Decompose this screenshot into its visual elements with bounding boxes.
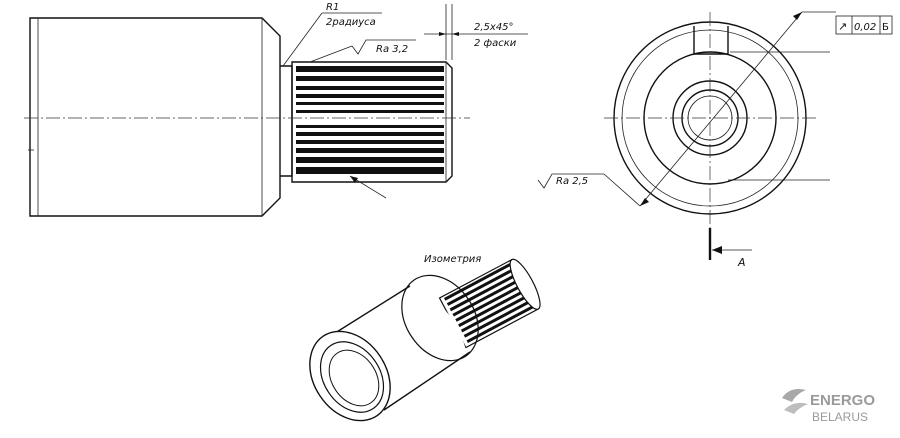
chamfer-label: 2,5x45° [474, 22, 514, 33]
end-view: ↗ 0,02 Б Ra 2,5 A [537, 11, 893, 269]
spline-tooth [296, 110, 444, 113]
spline-tooth [296, 86, 444, 90]
spline-teeth [296, 66, 444, 174]
spline-tooth [296, 94, 444, 98]
fillet-label: R1 [326, 2, 339, 13]
chamfer-arrow-right [452, 32, 459, 36]
logo-line-1: ENERGO [810, 392, 875, 409]
keyway-slot [693, 26, 729, 55]
tolerance-value: 0,02 [854, 22, 876, 33]
diameter-arrow-top [793, 12, 802, 20]
end-roughness-label: Ra 2,5 [556, 176, 588, 187]
isometric-title: Изометрия [424, 254, 481, 265]
iso-bore-inner [328, 349, 380, 407]
roughness-symbol-end [537, 173, 604, 189]
iso-cylinder-back-rim [401, 274, 479, 362]
spline-tooth [296, 102, 444, 105]
fillet-leader [282, 12, 323, 67]
roughness-leader-end [603, 173, 641, 207]
cylinder-body-outline [29, 17, 281, 217]
isometric-view: Изометрия [309, 254, 541, 422]
iso-cylinder-bottom-edge [383, 351, 471, 411]
spline-tooth [296, 148, 444, 153]
logo-line-2: BELARUS [812, 410, 868, 424]
runout-symbol-icon: ↗ [838, 20, 847, 33]
diameter-arrow-bottom [640, 198, 649, 206]
section-label: A [737, 256, 746, 269]
spline-tooth [296, 132, 444, 136]
tolerance-frame [835, 15, 893, 35]
spline-tooth [296, 66, 444, 72]
iso-spline-shaft [438, 258, 541, 349]
roughness-symbol-spline [351, 39, 416, 55]
roughness-leader-spline [309, 45, 353, 63]
chamfer-arrow-left [439, 32, 446, 36]
spline-roughness-label: Ra 3,2 [376, 44, 408, 55]
spline-tooth [296, 76, 444, 81]
spline-tooth [296, 140, 444, 144]
shaft-neck [280, 65, 293, 177]
datum-reference: Б [882, 22, 889, 33]
spline-tooth [296, 125, 444, 128]
chamfer-note: 2 фаски [474, 38, 517, 49]
fillet-note: 2радиуса [326, 17, 376, 28]
spline-tooth [296, 167, 444, 174]
logo-swoosh-icon [782, 389, 806, 402]
section-arrow-head [712, 246, 722, 254]
energo-belarus-logo: ENERGO BELARUS [782, 389, 875, 424]
side-view: R1 2радиуса Ra 3,2 2,5x45° 2 фаски [24, 2, 528, 217]
diameter-line [639, 11, 803, 207]
lower-leader-arrow [350, 176, 358, 183]
logo-swoosh-icon [784, 402, 808, 414]
spline-tooth [296, 157, 444, 163]
